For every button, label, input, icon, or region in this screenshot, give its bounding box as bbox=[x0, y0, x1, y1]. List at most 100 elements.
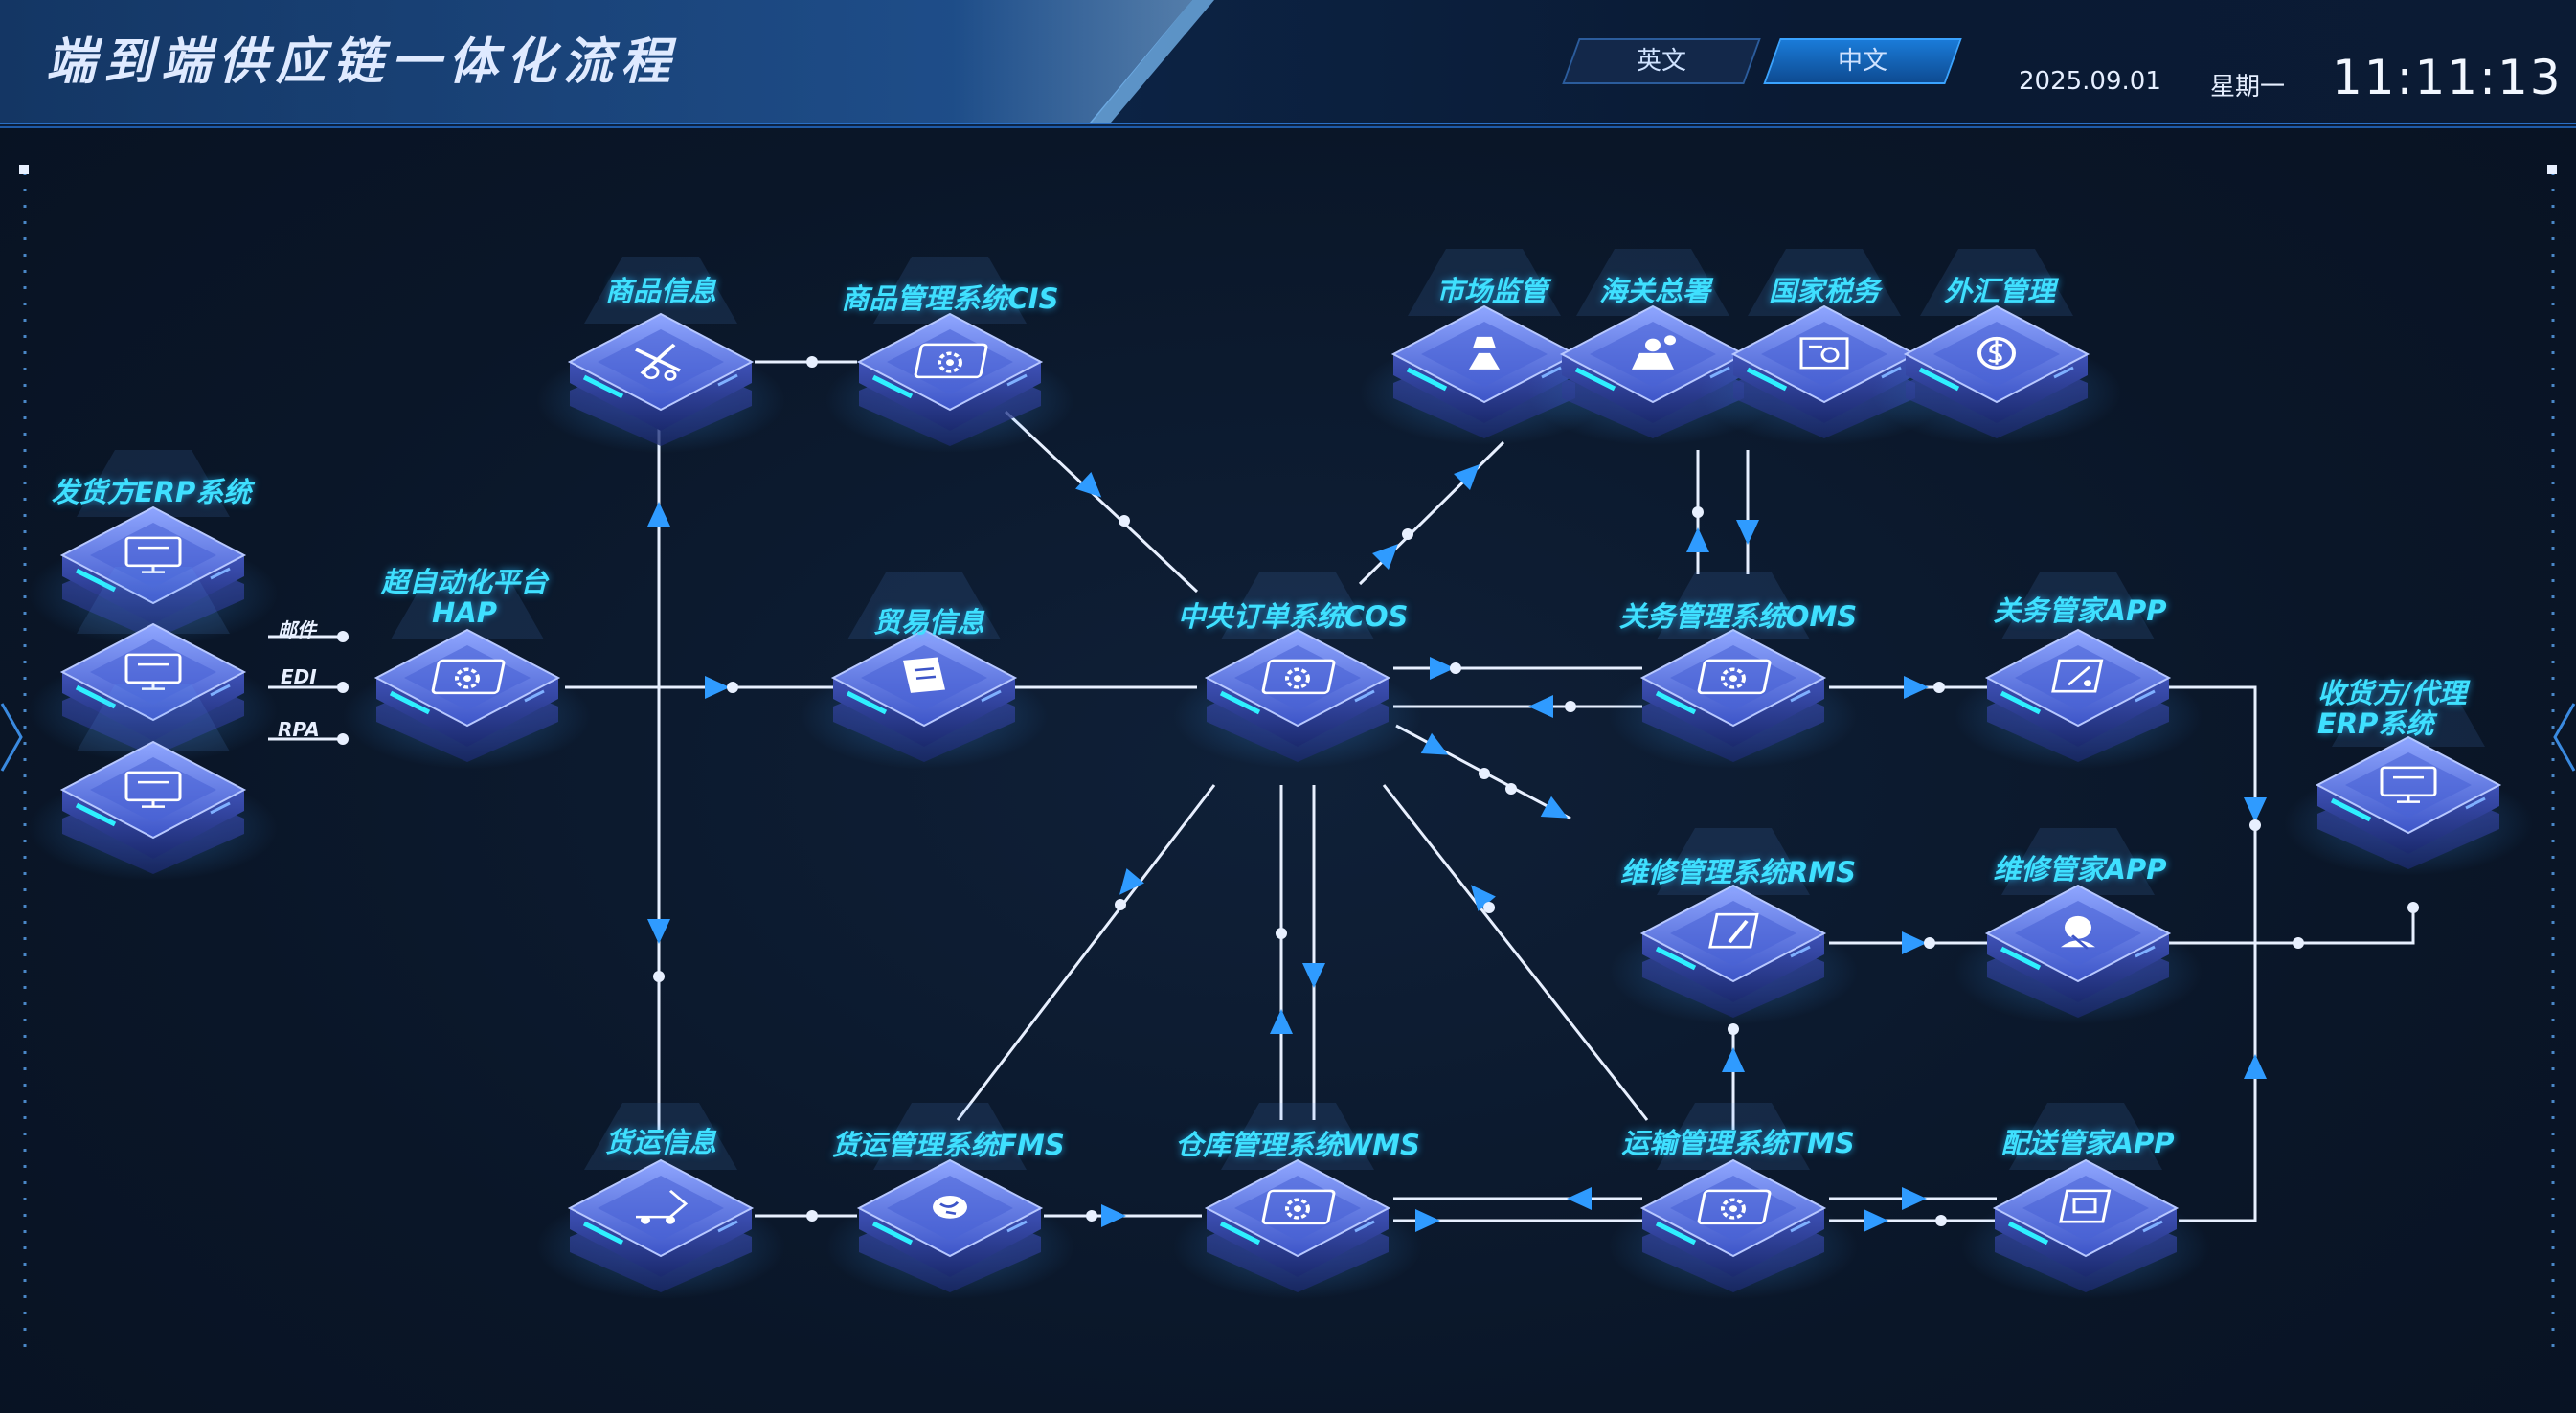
goods-info-label: 商品信息 bbox=[604, 275, 717, 307]
rms-node[interactable] bbox=[1609, 828, 1858, 1024]
wms-label: 仓库管理系统WMS bbox=[1175, 1129, 1420, 1161]
connector-dot bbox=[1933, 682, 1945, 693]
rms-label: 维修管理系统RMS bbox=[1619, 856, 1857, 888]
arrow-head bbox=[1528, 695, 1553, 718]
freight-info-node[interactable] bbox=[536, 1103, 785, 1299]
connector-dot bbox=[2293, 937, 2304, 949]
gear-icon bbox=[1697, 659, 1772, 695]
trade-info-node[interactable] bbox=[800, 572, 1049, 769]
connector-dot bbox=[337, 733, 349, 745]
receiver-erp-node[interactable] bbox=[2284, 680, 2533, 876]
connector-dot bbox=[806, 1210, 818, 1222]
arrow-head bbox=[1415, 1209, 1440, 1232]
oms-node[interactable] bbox=[1609, 572, 1858, 769]
erp-icon bbox=[124, 771, 182, 808]
arrow-head bbox=[1101, 1204, 1126, 1227]
delivery-app-node[interactable] bbox=[1961, 1103, 2210, 1299]
shipper-erp-node-1[interactable] bbox=[29, 450, 278, 646]
cis-node[interactable] bbox=[825, 257, 1074, 453]
connector-dot bbox=[1402, 528, 1413, 540]
arrow-head bbox=[647, 919, 670, 944]
currency-icon bbox=[1977, 336, 2016, 370]
connector-dot bbox=[727, 682, 738, 693]
repair-app-node[interactable] bbox=[1954, 828, 2203, 1024]
connector-line bbox=[956, 784, 1216, 1121]
tax-icon bbox=[1799, 337, 1849, 370]
arrow-head bbox=[647, 502, 670, 527]
arrow-head bbox=[1420, 732, 1449, 755]
arrow-head bbox=[1430, 657, 1455, 680]
arrow-head bbox=[1119, 868, 1144, 895]
rpa-channel-label: RPA bbox=[278, 718, 320, 741]
arrow-head bbox=[1270, 1009, 1293, 1034]
gear-icon bbox=[431, 659, 506, 695]
connector-dot bbox=[1086, 1210, 1097, 1222]
arrow-head bbox=[1904, 676, 1929, 699]
fms-node[interactable] bbox=[825, 1103, 1074, 1299]
market-label: 市场监管 bbox=[1435, 275, 1548, 307]
lang-english-button[interactable]: 英文 bbox=[1562, 38, 1761, 84]
tax-node[interactable] bbox=[1700, 249, 1949, 445]
erp-icon bbox=[2380, 766, 2437, 803]
date-display: 2025.09.01 bbox=[2019, 67, 2161, 96]
arrow-head bbox=[1372, 544, 1398, 570]
cos-node[interactable] bbox=[1173, 572, 1422, 769]
connector-dot bbox=[1565, 701, 1576, 712]
shipper-erp-node-2[interactable] bbox=[29, 567, 278, 763]
arrow-head bbox=[1902, 931, 1927, 954]
arrow-head bbox=[1567, 1187, 1592, 1210]
edi-channel-label: EDI bbox=[281, 665, 317, 688]
tools-icon bbox=[635, 343, 681, 381]
cos-label: 中央订单系统COS bbox=[1177, 600, 1409, 633]
arrow-head bbox=[1722, 1047, 1745, 1072]
trade-info-label: 贸易信息 bbox=[872, 606, 985, 639]
connector-line bbox=[2179, 943, 2257, 1222]
repair-app-label: 维修管家APP bbox=[1993, 853, 2167, 886]
connector-line bbox=[1382, 784, 1649, 1121]
arrow-head bbox=[2244, 797, 2267, 822]
connector-dot bbox=[1119, 515, 1130, 527]
connector-dot bbox=[1924, 937, 1935, 949]
connector-line bbox=[1004, 410, 1199, 594]
connector-dot bbox=[337, 631, 349, 642]
customs-app-icon bbox=[2051, 659, 2104, 693]
cis-label: 商品管理系统CIS bbox=[841, 282, 1059, 315]
customs-app-label: 关务管家APP bbox=[1993, 594, 2167, 627]
header-decoration bbox=[0, 0, 2576, 124]
fms-label: 货运管理系统FMS bbox=[831, 1129, 1065, 1161]
connector-dot bbox=[1728, 1023, 1739, 1035]
gear-icon bbox=[914, 343, 988, 379]
arrow-head bbox=[1471, 885, 1496, 911]
weekday-display: 星期一 bbox=[2210, 73, 2286, 101]
connector-dot bbox=[1692, 506, 1704, 518]
repair-doc-icon bbox=[1708, 912, 1759, 949]
freight-info-label: 货运信息 bbox=[604, 1126, 717, 1158]
arrow-head bbox=[2244, 1054, 2267, 1079]
delivery-app-icon bbox=[2059, 1189, 2112, 1223]
lang-chinese-button[interactable]: 中文 bbox=[1763, 38, 1962, 84]
customs-app-node[interactable] bbox=[1954, 572, 2203, 769]
arrow-head bbox=[1902, 1187, 1927, 1210]
tms-node[interactable] bbox=[1609, 1103, 1858, 1299]
oms-label: 关务管理系统OMS bbox=[1618, 600, 1858, 633]
forex-node[interactable] bbox=[1872, 249, 2121, 445]
connector-dot bbox=[2407, 902, 2419, 913]
tms-label: 运输管理系统TMS bbox=[1621, 1127, 1855, 1159]
connector-line bbox=[2169, 685, 2257, 943]
shipper-erp-node-3[interactable] bbox=[29, 684, 278, 881]
forex-label: 外汇管理 bbox=[1943, 275, 2056, 307]
customs-label: 海关总署 bbox=[1598, 275, 1711, 307]
arrow-head bbox=[1540, 796, 1569, 819]
arrow-head bbox=[1736, 520, 1759, 545]
connector-dot bbox=[1479, 768, 1490, 779]
gear-icon bbox=[1261, 659, 1336, 695]
wms-node[interactable] bbox=[1173, 1103, 1422, 1299]
customs-node[interactable] bbox=[1528, 249, 1777, 445]
arrow-head bbox=[1302, 963, 1325, 988]
hap-node[interactable] bbox=[343, 572, 592, 769]
goods-info-node[interactable] bbox=[536, 257, 785, 453]
